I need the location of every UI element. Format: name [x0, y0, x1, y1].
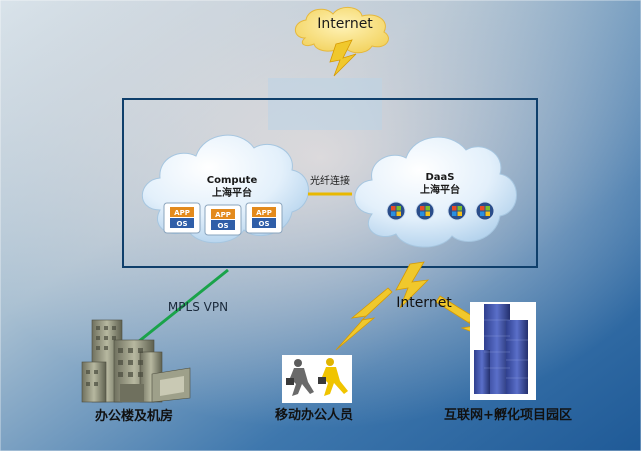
windows-orb-icon: [386, 201, 406, 221]
windows-orb-icon: [447, 201, 467, 221]
overlay-panel: [268, 78, 382, 130]
internet-cloud-top: Internet: [294, 7, 389, 54]
app-label: APP: [174, 209, 190, 217]
server-icon: APP OS: [163, 202, 201, 234]
office-site-label: 办公楼及机房: [95, 408, 173, 424]
app-label: APP: [256, 209, 272, 217]
os-label: OS: [259, 220, 270, 228]
internet-top-label: Internet: [317, 16, 373, 32]
os-label: OS: [218, 222, 229, 230]
mobile-site-label: 移动办公人员: [275, 407, 353, 423]
mpls-link-label: MPLS VPN: [168, 300, 228, 314]
compute-subtitle: 上海平台: [212, 186, 252, 199]
lightning-icon: [329, 39, 357, 77]
fiber-link-label: 光纤连接: [310, 174, 350, 187]
daas-title: DaaS: [426, 172, 455, 183]
compute-cloud: Compute 上海平台 APP OS APP OS APP OS: [141, 134, 309, 244]
internet-park-label: 互联网+孵化项目园区: [444, 407, 572, 423]
internet-mid-label: Internet: [396, 295, 452, 311]
daas-subtitle: 上海平台: [420, 183, 460, 196]
daas-cloud: DaaS 上海平台: [354, 136, 517, 248]
server-icon: APP OS: [245, 202, 283, 234]
lightning-icon: [335, 287, 393, 351]
mpls-link-line: [127, 268, 229, 352]
mobile-worker-icon: [282, 355, 352, 403]
windows-orb-icon: [475, 201, 495, 221]
compute-title: Compute: [207, 175, 258, 186]
app-label: APP: [215, 211, 231, 219]
server-icon: APP OS: [204, 204, 242, 236]
lightning-icon: [395, 261, 430, 309]
os-label: OS: [177, 220, 188, 228]
skyscraper-icon: [470, 302, 536, 400]
windows-orb-icon: [415, 201, 435, 221]
office-building-icon: [81, 319, 191, 403]
platform-frame: [122, 98, 538, 268]
